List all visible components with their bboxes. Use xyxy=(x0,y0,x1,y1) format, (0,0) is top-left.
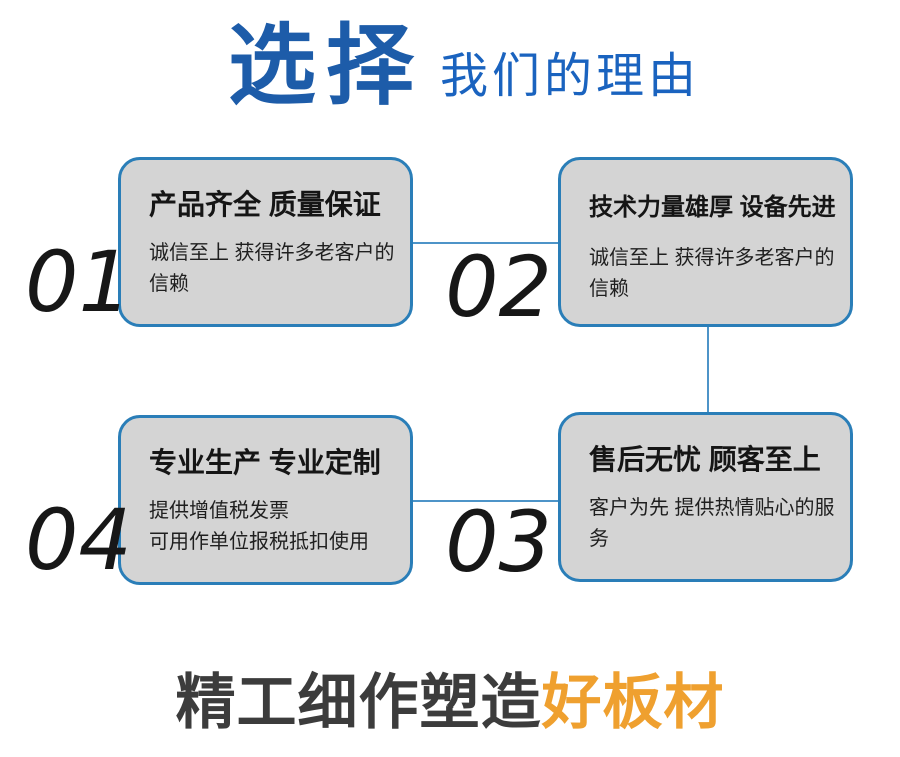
connector-line-bottom xyxy=(412,500,558,502)
footer-slogan: 精工细作塑造好板材 xyxy=(0,668,900,737)
feature-desc: 诚信至上 获得许多老客户的信赖 xyxy=(149,241,395,296)
step-number-02: 02 xyxy=(445,238,552,336)
title-rest: 我们的理由 xyxy=(440,50,701,104)
step-number-01: 01 xyxy=(25,233,132,331)
feature-desc: 诚信至上 获得许多老客户的信赖 xyxy=(589,246,835,301)
feature-title: 专业生产 专业定制 xyxy=(149,447,381,478)
title-highlight: 选择 xyxy=(228,16,425,115)
feature-title: 产品齐全 质量保证 xyxy=(149,189,381,220)
feature-box-01: 产品齐全 质量保证 诚信至上 获得许多老客户的信赖 xyxy=(118,157,413,327)
feature-box-02: 技术力量雄厚 设备先进 诚信至上 获得许多老客户的信赖 xyxy=(558,157,853,327)
step-number-04: 04 xyxy=(25,491,132,589)
feature-title: 售后无忧 顾客至上 xyxy=(589,444,821,475)
page-title: 选择 我们的理由 xyxy=(228,18,700,113)
footer-text: 精工细作塑造 xyxy=(175,669,542,736)
feature-desc: 提供增值税发票 可用作单位报税抵扣使用 xyxy=(149,499,369,554)
connector-line-vertical xyxy=(707,327,709,413)
feature-box-04: 专业生产 专业定制 提供增值税发票 可用作单位报税抵扣使用 xyxy=(118,415,413,585)
feature-title: 技术力量雄厚 设备先进 xyxy=(589,194,836,221)
step-number-03: 03 xyxy=(445,493,552,591)
feature-desc: 客户为先 提供热情贴心的服务 xyxy=(589,496,835,551)
footer-highlight: 好板材 xyxy=(541,669,725,736)
feature-box-03: 售后无忧 顾客至上 客户为先 提供热情贴心的服务 xyxy=(558,412,853,582)
connector-line-top xyxy=(412,242,558,244)
